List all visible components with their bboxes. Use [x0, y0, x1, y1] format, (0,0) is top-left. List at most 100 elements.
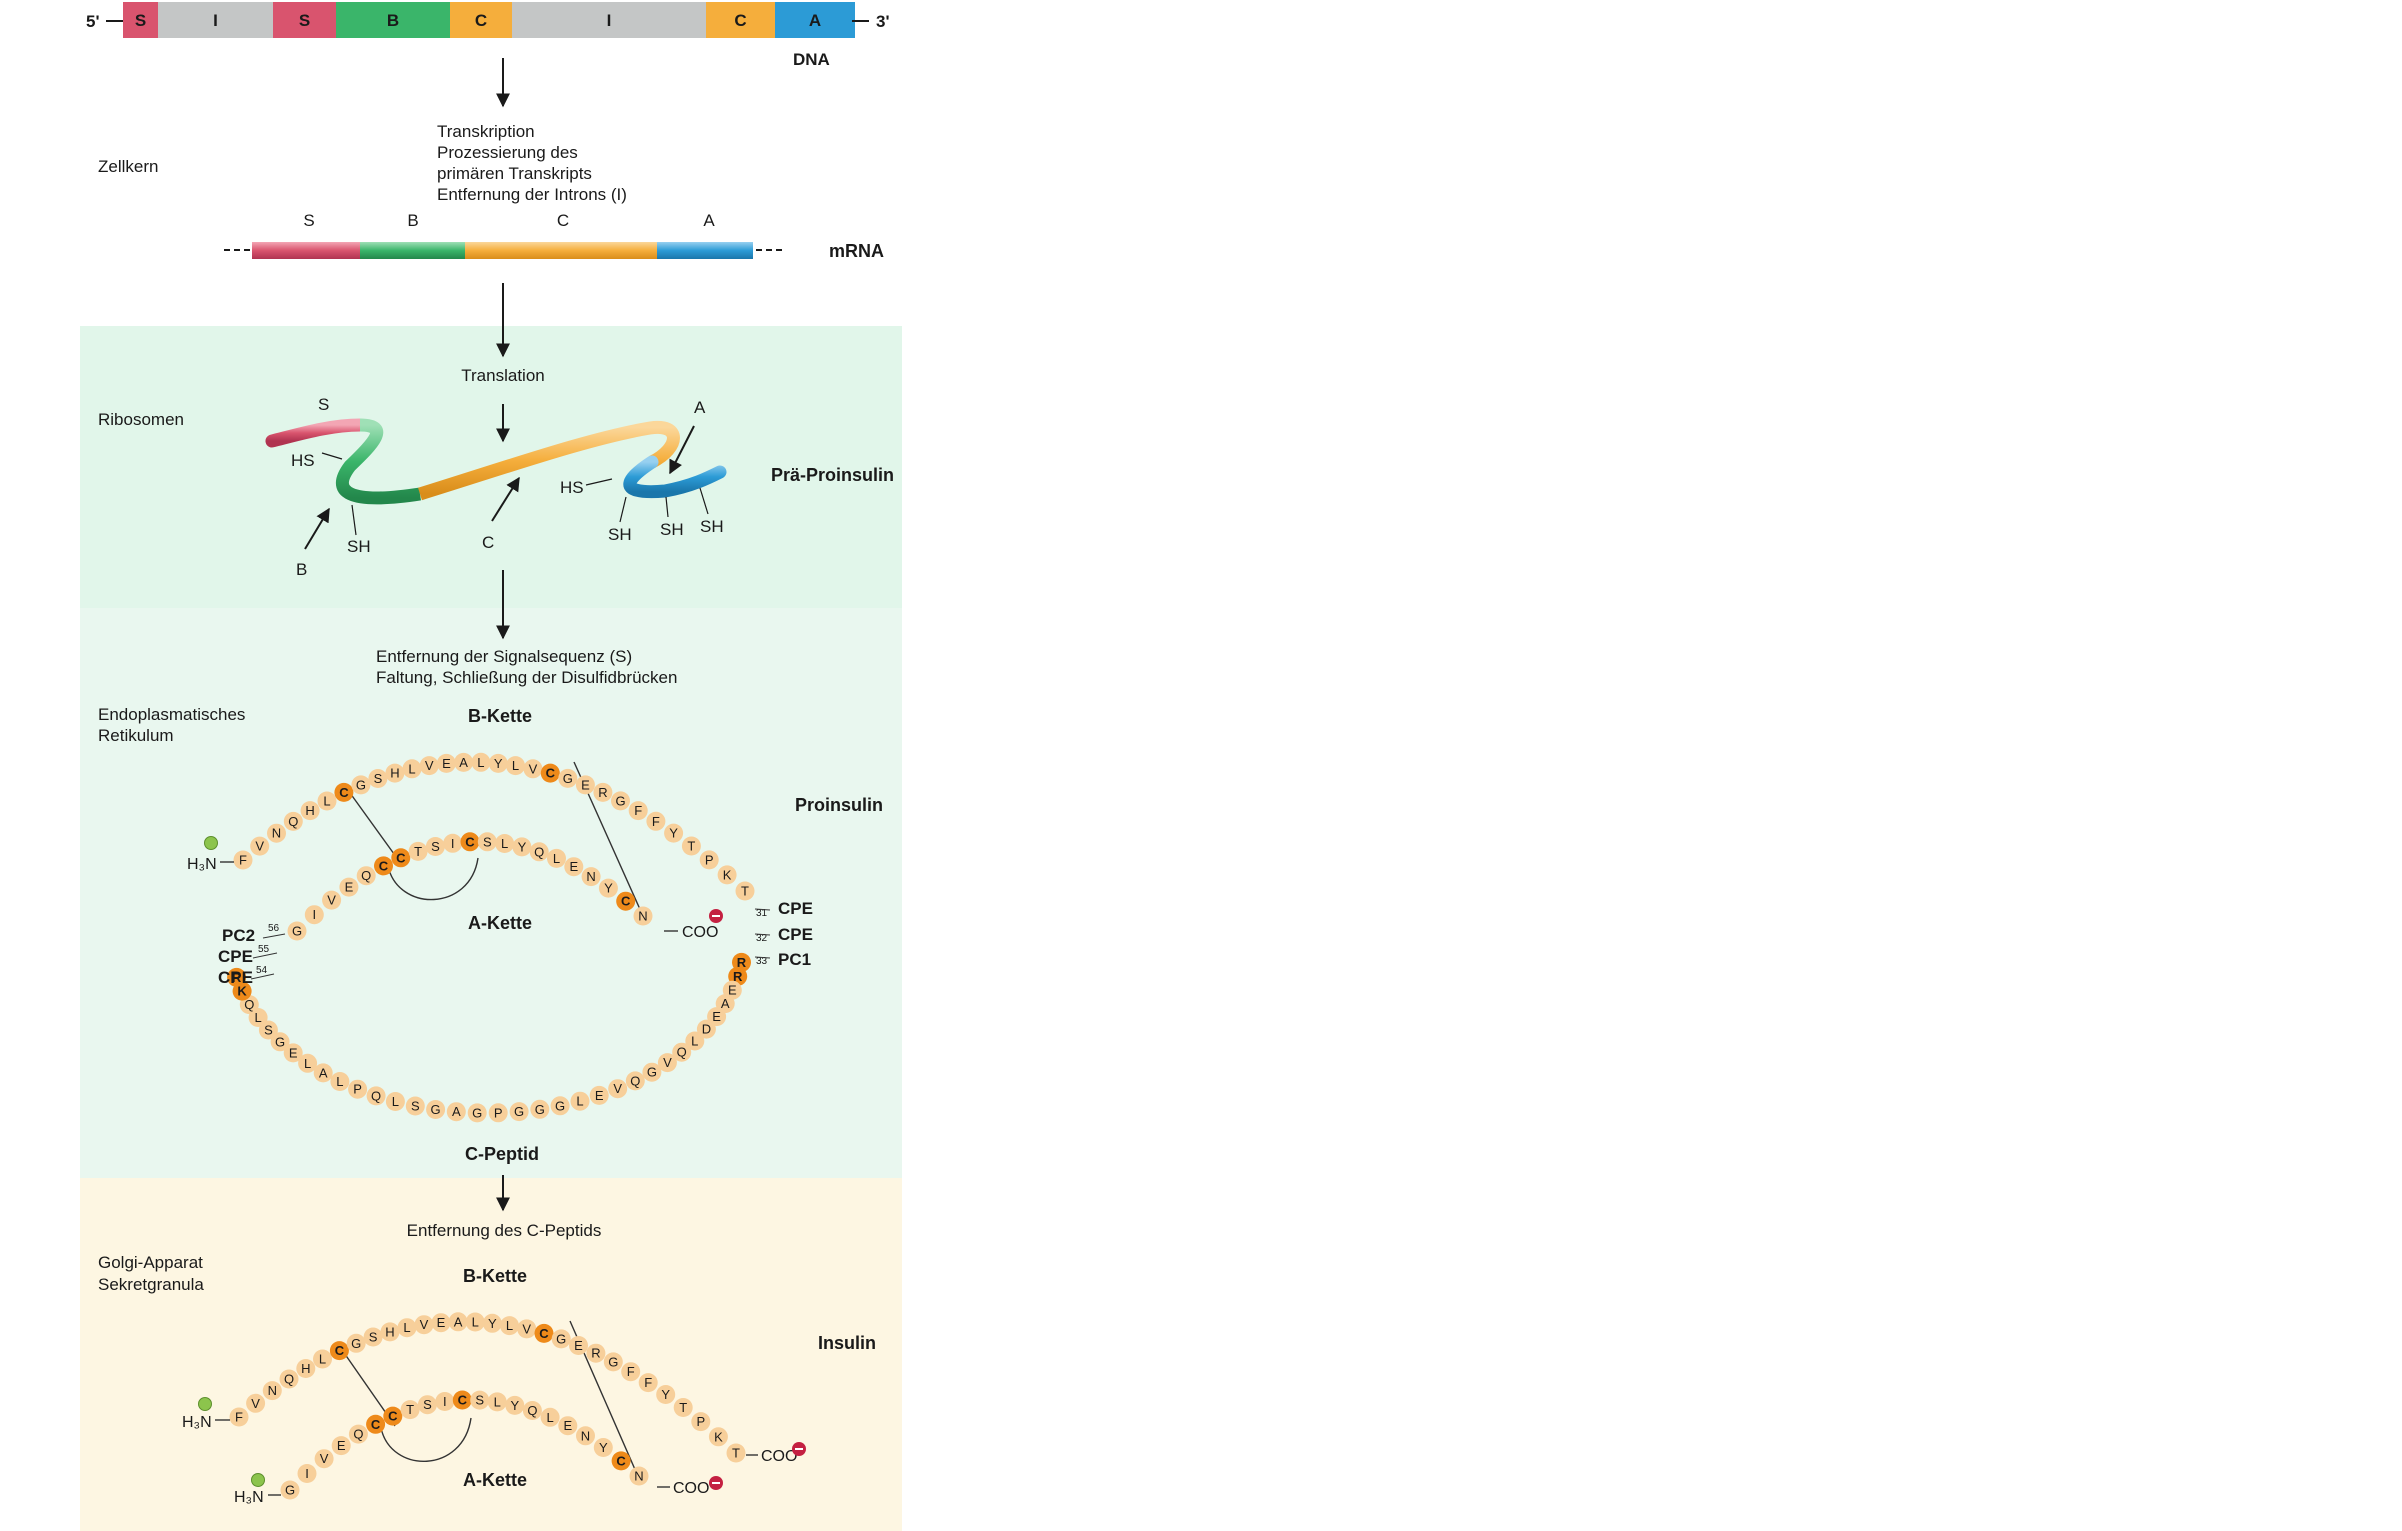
insulin-b-chain-letter: Q: [284, 1372, 294, 1387]
insulin-b-chain-letter: Y: [488, 1316, 497, 1331]
dna-segment-label: S: [135, 11, 146, 30]
dna-segment: [123, 2, 158, 38]
dna-segment: [512, 2, 706, 38]
proinsulin-a-chain-letter: L: [501, 836, 508, 851]
proinsulin-a-chain-bead: [477, 832, 497, 852]
insulin-a-chain-bead: [505, 1395, 525, 1415]
c-peptide-bead: [227, 967, 247, 987]
dna-3prime-label: 3': [876, 12, 890, 31]
insulin-a-chain-letter: C: [458, 1393, 468, 1408]
proinsulin-a-chain-bead: [443, 833, 463, 853]
proinsulin-b-chain-bead: [646, 811, 666, 831]
dna-segment: [336, 2, 450, 38]
insulin-a-chain-letter: I: [443, 1394, 447, 1409]
insulin-b-chain-bead: [229, 1407, 249, 1427]
proinsulin-a-chain-letter: I: [451, 836, 455, 851]
insulin-a-chain-bead: [576, 1426, 595, 1446]
cleavage-sites-left: PC2 56 CPE 55 CPE 54: [218, 923, 286, 987]
insulin-b-chain-bead: [329, 1341, 349, 1361]
insulin-b-chain-bead: [534, 1323, 554, 1343]
proinsulin-b-chain-bead: [628, 801, 648, 821]
svg-text:55: 55: [258, 944, 270, 955]
proinsulin-b-chain-letter: F: [634, 803, 642, 818]
proinsulin-b-chain-letter: T: [687, 839, 695, 854]
proinsulin-b-chain-letter: L: [512, 758, 519, 773]
c-peptide-letter: R: [737, 955, 747, 970]
c-peptide-letter: R: [232, 970, 242, 985]
proinsulin-a-chain-bead: [512, 837, 532, 857]
proinsulin-b-chain-letter: G: [356, 777, 366, 792]
proinsulin-a-chain-letter: S: [431, 839, 440, 854]
dna-segment: [706, 2, 775, 38]
c-peptide-letter: G: [535, 1102, 545, 1117]
c-peptide-letter: L: [691, 1034, 698, 1049]
proinsulin-a-chain-letter: L: [553, 851, 560, 866]
c-peptide-letter: A: [721, 996, 730, 1011]
proinsulin-b-chain-letter: Y: [494, 756, 503, 771]
dna-segment-label: I: [607, 11, 612, 30]
insulin-b-chain-letter: L: [319, 1352, 326, 1367]
svg-text:32: 32: [756, 933, 768, 944]
c-peptide-letter: G: [555, 1098, 565, 1113]
proinsulin-a-chain-bead: [408, 841, 428, 861]
dna-segment-label: S: [299, 11, 310, 30]
proinsulin-b-chain-letter: L: [323, 794, 330, 809]
proinsulin-b-chain-bead: [488, 753, 508, 773]
proinsulin-b-chain-bead: [558, 768, 578, 788]
insulin-b-chain-bead: [279, 1369, 299, 1389]
proinsulin-a-chain-bead: [616, 891, 636, 911]
insulin-a-chain-bead: [348, 1424, 368, 1444]
insulin-b-chain-letter: K: [714, 1429, 723, 1444]
mrna-segment-b-label: B: [407, 211, 418, 230]
insulin-a-chain-letter: L: [546, 1410, 553, 1425]
prepro-sh-a2: SH: [660, 520, 684, 539]
proinsulin-b-chain-bead: [300, 801, 320, 821]
c-peptide-bead: [657, 1053, 677, 1073]
c-peptide-letter: V: [663, 1055, 672, 1070]
c-peptide-letter: G: [431, 1102, 441, 1117]
signal-removal-steps: Entfernung der Signalsequenz (S) Faltung…: [376, 647, 677, 687]
insulin-a-chain-bead: [611, 1451, 631, 1471]
c-peptide-bead: [446, 1102, 466, 1122]
prepro-sh-b: SH: [347, 537, 371, 556]
proinsulin-b-chain-bead: [454, 752, 474, 772]
insulin-b-chain-bead: [569, 1336, 588, 1355]
c-peptide-letter: A: [319, 1065, 328, 1080]
prepro-sh-a1: SH: [608, 525, 632, 544]
svg-text:COO: COO: [673, 1480, 709, 1497]
proinsulin-b-chain-bead: [419, 756, 439, 776]
proinsulin-b-chain-bead: [593, 782, 613, 802]
proinsulin-b-chain-bead: [250, 836, 270, 856]
proinsulin-a-chain-letter: C: [465, 834, 475, 849]
insulin-b-chain-letter: E: [437, 1315, 446, 1330]
svg-text:H₃N: H₃N: [187, 856, 217, 873]
insulin-b-chain-letter: G: [608, 1354, 618, 1369]
transcription-steps: Transkription Prozessierung des primären…: [437, 122, 627, 204]
insulin-b-chain-letter: V: [251, 1396, 260, 1411]
proinsulin-a-chain-letter: S: [483, 834, 492, 849]
proinsulin-b-chain-letter: F: [239, 853, 247, 868]
proinsulin-a-chain-bead: [564, 857, 584, 877]
insulin-b-chain-letter: F: [627, 1364, 635, 1379]
insulin-b-chain-bead: [313, 1349, 332, 1369]
proinsulin-a-chain-bead: [633, 906, 653, 926]
proinsulin-a-chain-bead: [581, 867, 601, 887]
insulin-b-chain-bead: [500, 1316, 519, 1336]
proinsulin-a-chain-bead: [425, 837, 445, 856]
insulin-a-chain-letter: C: [371, 1417, 381, 1432]
insulin-b-chain-bead: [691, 1412, 711, 1432]
c-peptide-letter: E: [289, 1045, 298, 1060]
proinsulin-a-chain-bead: [529, 842, 549, 862]
insulin-a-chain-bead: [593, 1438, 613, 1457]
proinsulin-b-chain-bead: [506, 756, 525, 776]
insulin-a-chain-bead: [297, 1464, 317, 1483]
c-peptide-letter: Q: [244, 997, 254, 1012]
dna-segment: [158, 2, 273, 38]
proinsulin-b-chain-letter: C: [546, 766, 556, 781]
insulin-a-chain-label: A-Kette: [463, 1470, 527, 1490]
proinsulin-b-chain-label: B-Kette: [468, 706, 532, 726]
c-peptide-letter: G: [275, 1034, 285, 1049]
insulin-b-chain-letter: F: [235, 1410, 243, 1425]
proinsulin-b-chain-bead: [317, 791, 337, 811]
